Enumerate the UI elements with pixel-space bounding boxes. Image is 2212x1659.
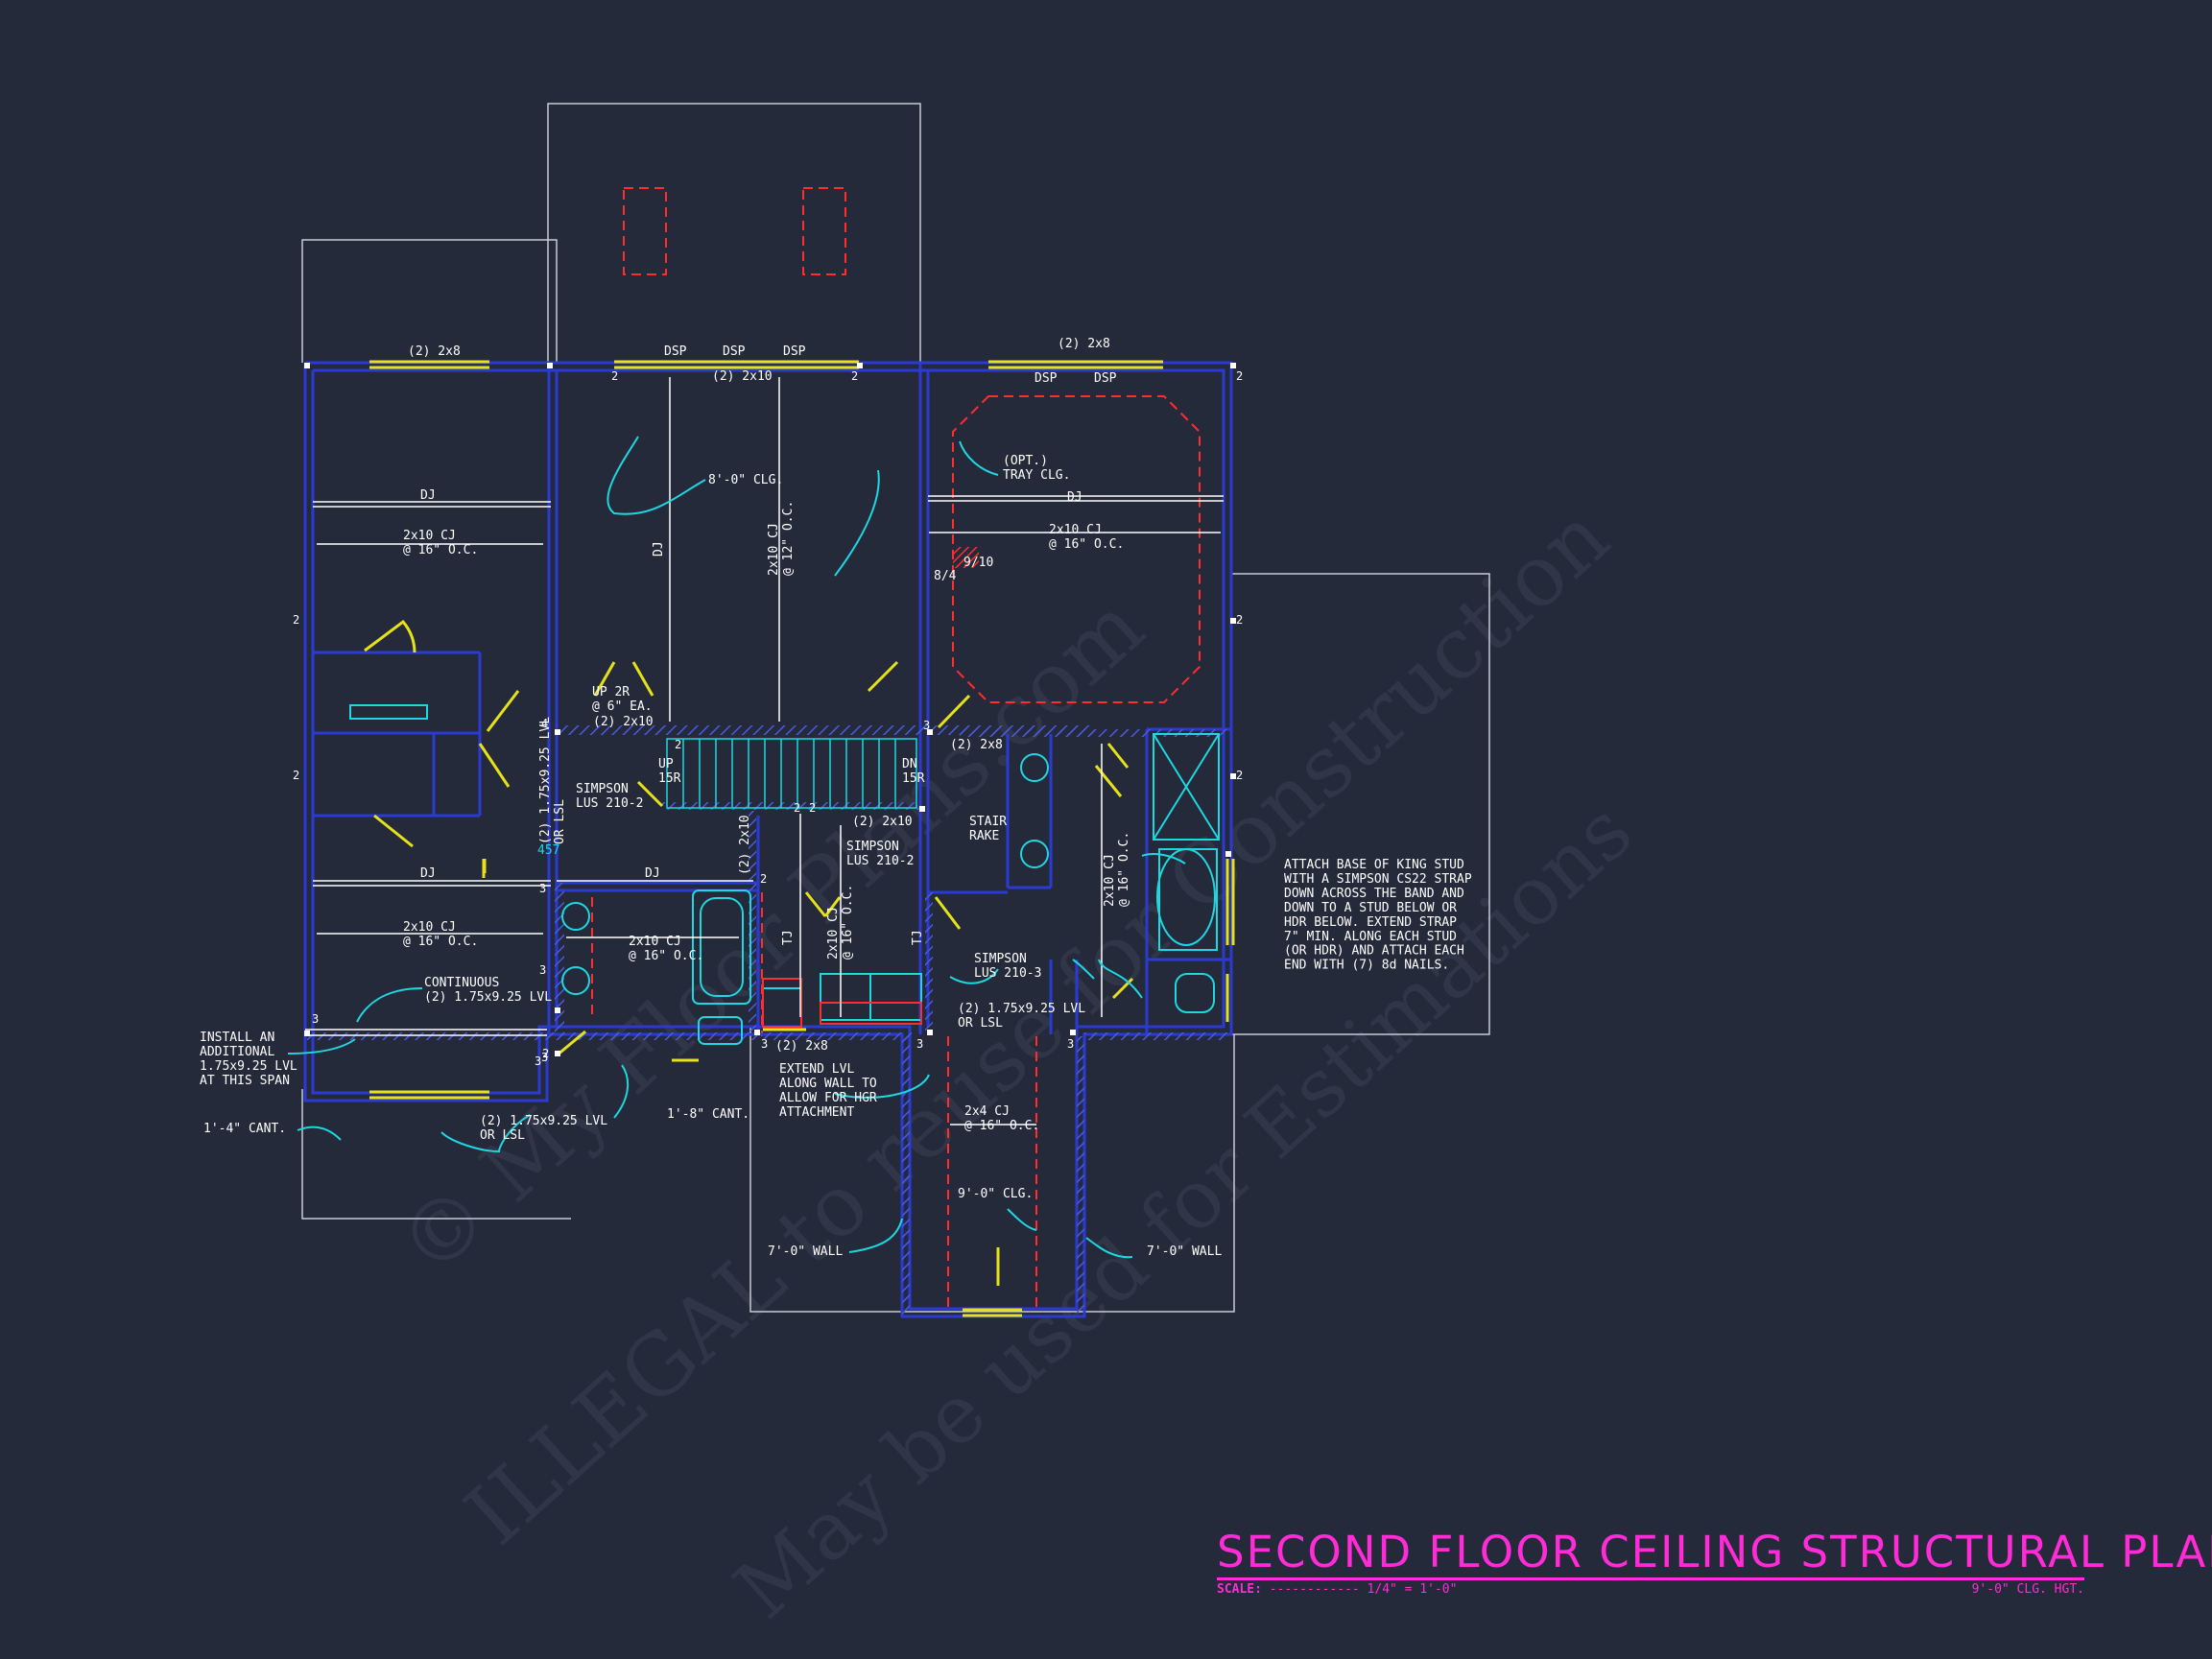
label-hdr-2x8-right: (2) 2x8 (1058, 337, 1110, 351)
label-cj-left-top: 2x10 CJ@ 16" O.C. (403, 529, 478, 557)
label-cj-right-vert: 2x10 CJ@ 16" O.C. (1103, 832, 1131, 907)
label-tj-2: TJ (911, 930, 925, 945)
skylights (623, 187, 846, 275)
label-cj-vert-small: 2x10 CJ@ 16" O.C. (826, 885, 855, 960)
label-cant-14: 1'-4" CANT. (203, 1122, 286, 1136)
mark: 2 (1236, 769, 1243, 782)
mark: 4 (541, 717, 548, 730)
label-dsp-2: DSP (723, 344, 746, 359)
label-dsp-3: DSP (783, 344, 806, 359)
label-cant-18: 1'-8" CANT. (667, 1107, 749, 1122)
nail-marks: 2 2 2 2 4 2 3 3 2 3 3 2 2 2 3 3 3 2 3 3 … (293, 369, 1243, 1068)
fixtures (349, 704, 1220, 1045)
exterior-walls (303, 361, 1233, 1318)
mark: 2 (293, 613, 299, 627)
label-hdr-2x8-left: (2) 2x8 (408, 344, 461, 359)
mark: 2 (809, 801, 816, 815)
label-cj-center: 2x10 CJ@ 16" O.C. (629, 935, 703, 963)
label-lvl-457: 457 (537, 843, 559, 858)
label-dsp-1: DSP (664, 344, 687, 359)
tray-ceiling-outline (952, 395, 1201, 703)
mark: 3 (761, 1037, 768, 1051)
hall-hidden-lines (591, 892, 1037, 1307)
label-dj-1: DJ (420, 488, 436, 503)
label-hdr-2x8-b: (2) 2x8 (950, 738, 1003, 752)
label-hdr-8-4: 8/4 (934, 569, 957, 583)
scale-info: SCALE: ------------ 1/4" = 1'-0" (1217, 1582, 1457, 1597)
label-cj-right-top: 2x10 CJ@ 16" O.C. (1049, 523, 1124, 552)
headers (369, 360, 1235, 1317)
label-tray-clg: (OPT.)TRAY CLG. (1003, 454, 1070, 483)
label-cj-2x4: 2x4 CJ@ 16" O.C. (964, 1104, 1039, 1133)
mark: 2 (794, 801, 800, 815)
mark: 3 (535, 1055, 541, 1068)
mark: 3 (916, 1037, 923, 1051)
label-tj-1: TJ (781, 930, 796, 945)
label-hdr-2x10-b: (2) 2x10 (852, 815, 913, 829)
lower-floor-outline (301, 103, 1490, 1313)
mark: 3 (1067, 1037, 1074, 1051)
label-dj-2: DJ (1067, 490, 1082, 505)
label-clg-8: 8'-0" CLG. (708, 473, 783, 487)
mark: 2 (1236, 613, 1243, 627)
mark: 2 (611, 369, 618, 383)
drawing-title-block: SECOND FLOOR CEILING STRUCTURAL PLAN SCA… (1217, 1528, 2212, 1597)
label-dsp-4: DSP (1035, 371, 1058, 386)
post-markers (304, 363, 1236, 1056)
mark: 2 (851, 369, 858, 383)
mark: 2 (675, 738, 681, 751)
label-lvl-vert: (2) 1.75x9.25 LVLOR LSL (538, 717, 567, 844)
dimension-lines (305, 377, 1224, 1126)
cabinets (762, 978, 922, 1028)
label-hdr-9-10: 9/10 (963, 556, 993, 570)
label-dj-vert: DJ (652, 541, 666, 557)
mark: 3 (539, 882, 546, 895)
mark: 2 (1236, 369, 1243, 383)
label-clg-9: 9'-0" CLG. (958, 1187, 1033, 1201)
label-hdr-2x8-c: (2) 2x8 (775, 1039, 828, 1054)
label-cj-mid-vert: 2x10 CJ@ 12" O.C. (767, 501, 796, 576)
label-dj-4: DJ (645, 866, 660, 881)
title-subline: SCALE: ------------ 1/4" = 1'-0" 9'-0" C… (1217, 1582, 2084, 1597)
hatched-walls (307, 725, 1228, 1315)
leader-arrows (287, 436, 1186, 1259)
mark: 2 (760, 872, 767, 886)
label-hdr-2x10-vert: (2) 2x10 (738, 815, 752, 875)
label-hdr-2x10-a: (2) 2x10 (593, 715, 654, 729)
scale-value: ------------ 1/4" = 1'-0" (1269, 1582, 1458, 1597)
mark: 3 (539, 963, 546, 977)
stairs (666, 738, 917, 809)
mark: 3 (312, 1012, 319, 1026)
label-dsp-5: DSP (1094, 371, 1117, 386)
label-cj-left-bot: 2x10 CJ@ 16" O.C. (403, 920, 478, 949)
stair-rake-hatch (953, 547, 979, 568)
mark: 3 (541, 1051, 548, 1064)
label-dj-3: DJ (420, 866, 436, 881)
label-wall-7-left: 7'-0" WALL (768, 1244, 843, 1259)
scale-label: SCALE: (1217, 1582, 1262, 1597)
ceiling-height: 9'-0" CLG. HGT. (1971, 1582, 2084, 1597)
label-hdr-2x10-top: (2) 2x10 (712, 369, 773, 384)
interior-walls (313, 363, 1231, 1034)
mark: 2 (542, 1047, 549, 1060)
plan-labels: (2) 2x8 DSP DSP DSP (2) 2x10 (2) 2x8 DSP… (200, 337, 1472, 1259)
mark: 2 (293, 769, 299, 782)
label-continuous-lvl: CONTINUOUS(2) 1.75x9.25 LVL (424, 976, 552, 1005)
label-wall-7-right: 7'-0" WALL (1147, 1244, 1222, 1259)
mark: 3 (923, 719, 930, 732)
drawing-title: SECOND FLOOR CEILING STRUCTURAL PLAN (1217, 1528, 2212, 1580)
label-up-2r: UP 2R@ 6" EA. (592, 685, 653, 714)
